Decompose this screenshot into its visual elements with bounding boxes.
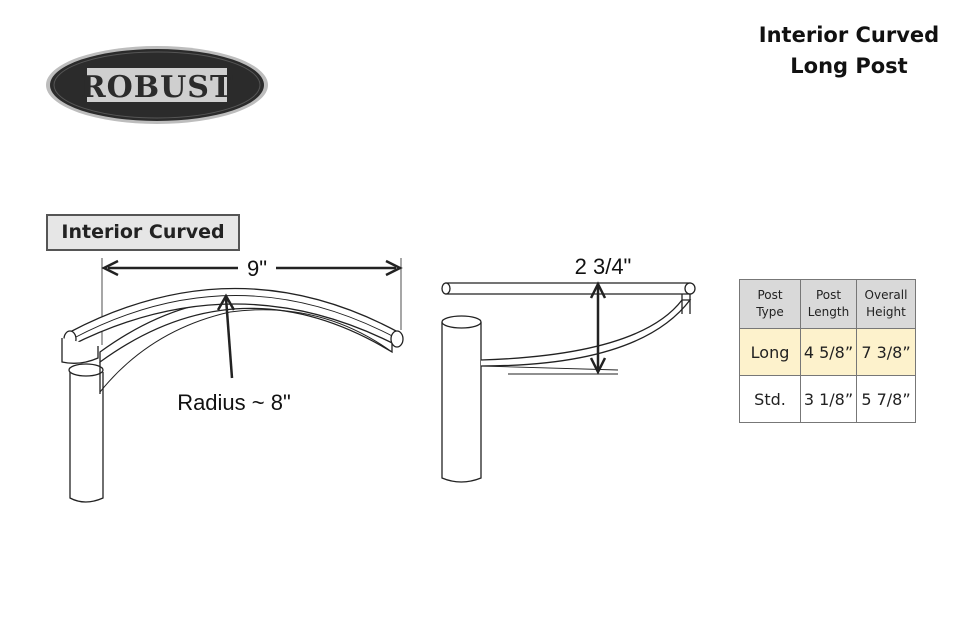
header-post-length: Post Length [800, 279, 857, 329]
width-dimension-text: 9" [247, 256, 267, 281]
robust-logo: ROBUST [44, 44, 270, 126]
radius-arrow [216, 293, 236, 311]
post-spec-table: Post Type Post Length Overall Height Lon… [739, 279, 916, 423]
header-overall-height: Overall Height [856, 279, 916, 329]
width-arrow-right [385, 259, 403, 277]
side-post [441, 322, 482, 483]
radius-leader [224, 297, 234, 379]
front-post-top [68, 363, 104, 377]
table-header-row: Post Type Post Length Overall Height [739, 279, 916, 329]
height-arrow-top [589, 281, 607, 299]
height-dimension-text: 2 3/4" [575, 254, 632, 279]
width-arrow-left [101, 259, 119, 277]
table-row-long: Long 4 5/8” 7 3/8” [739, 328, 916, 376]
cell-length: 4 5/8” [800, 328, 857, 376]
height-arrow-bottom [589, 357, 607, 375]
side-curved-wall [480, 299, 692, 367]
page-title-line1: Interior Curved [758, 23, 940, 47]
page-title: Interior Curved Long Post [738, 20, 960, 82]
cell-length: 3 1/8” [800, 375, 857, 423]
section-label: Interior Curved [46, 214, 240, 251]
front-post [69, 372, 104, 503]
radius-text: Radius ~ 8" [177, 390, 291, 415]
table-row-std: Std. 3 1/8” 5 7/8” [739, 375, 916, 423]
cell-height: 7 3/8” [856, 328, 916, 376]
cell-type: Long [739, 328, 801, 376]
logo-text: ROBUST [81, 70, 234, 105]
side-view [441, 281, 696, 483]
side-post-top [441, 315, 482, 329]
header-post-type: Post Type [739, 279, 801, 329]
front-view [61, 258, 404, 503]
side-rail [445, 282, 691, 295]
page-title-line2: Long Post [790, 54, 908, 78]
cell-height: 5 7/8” [856, 375, 916, 423]
cell-type: Std. [739, 375, 801, 423]
